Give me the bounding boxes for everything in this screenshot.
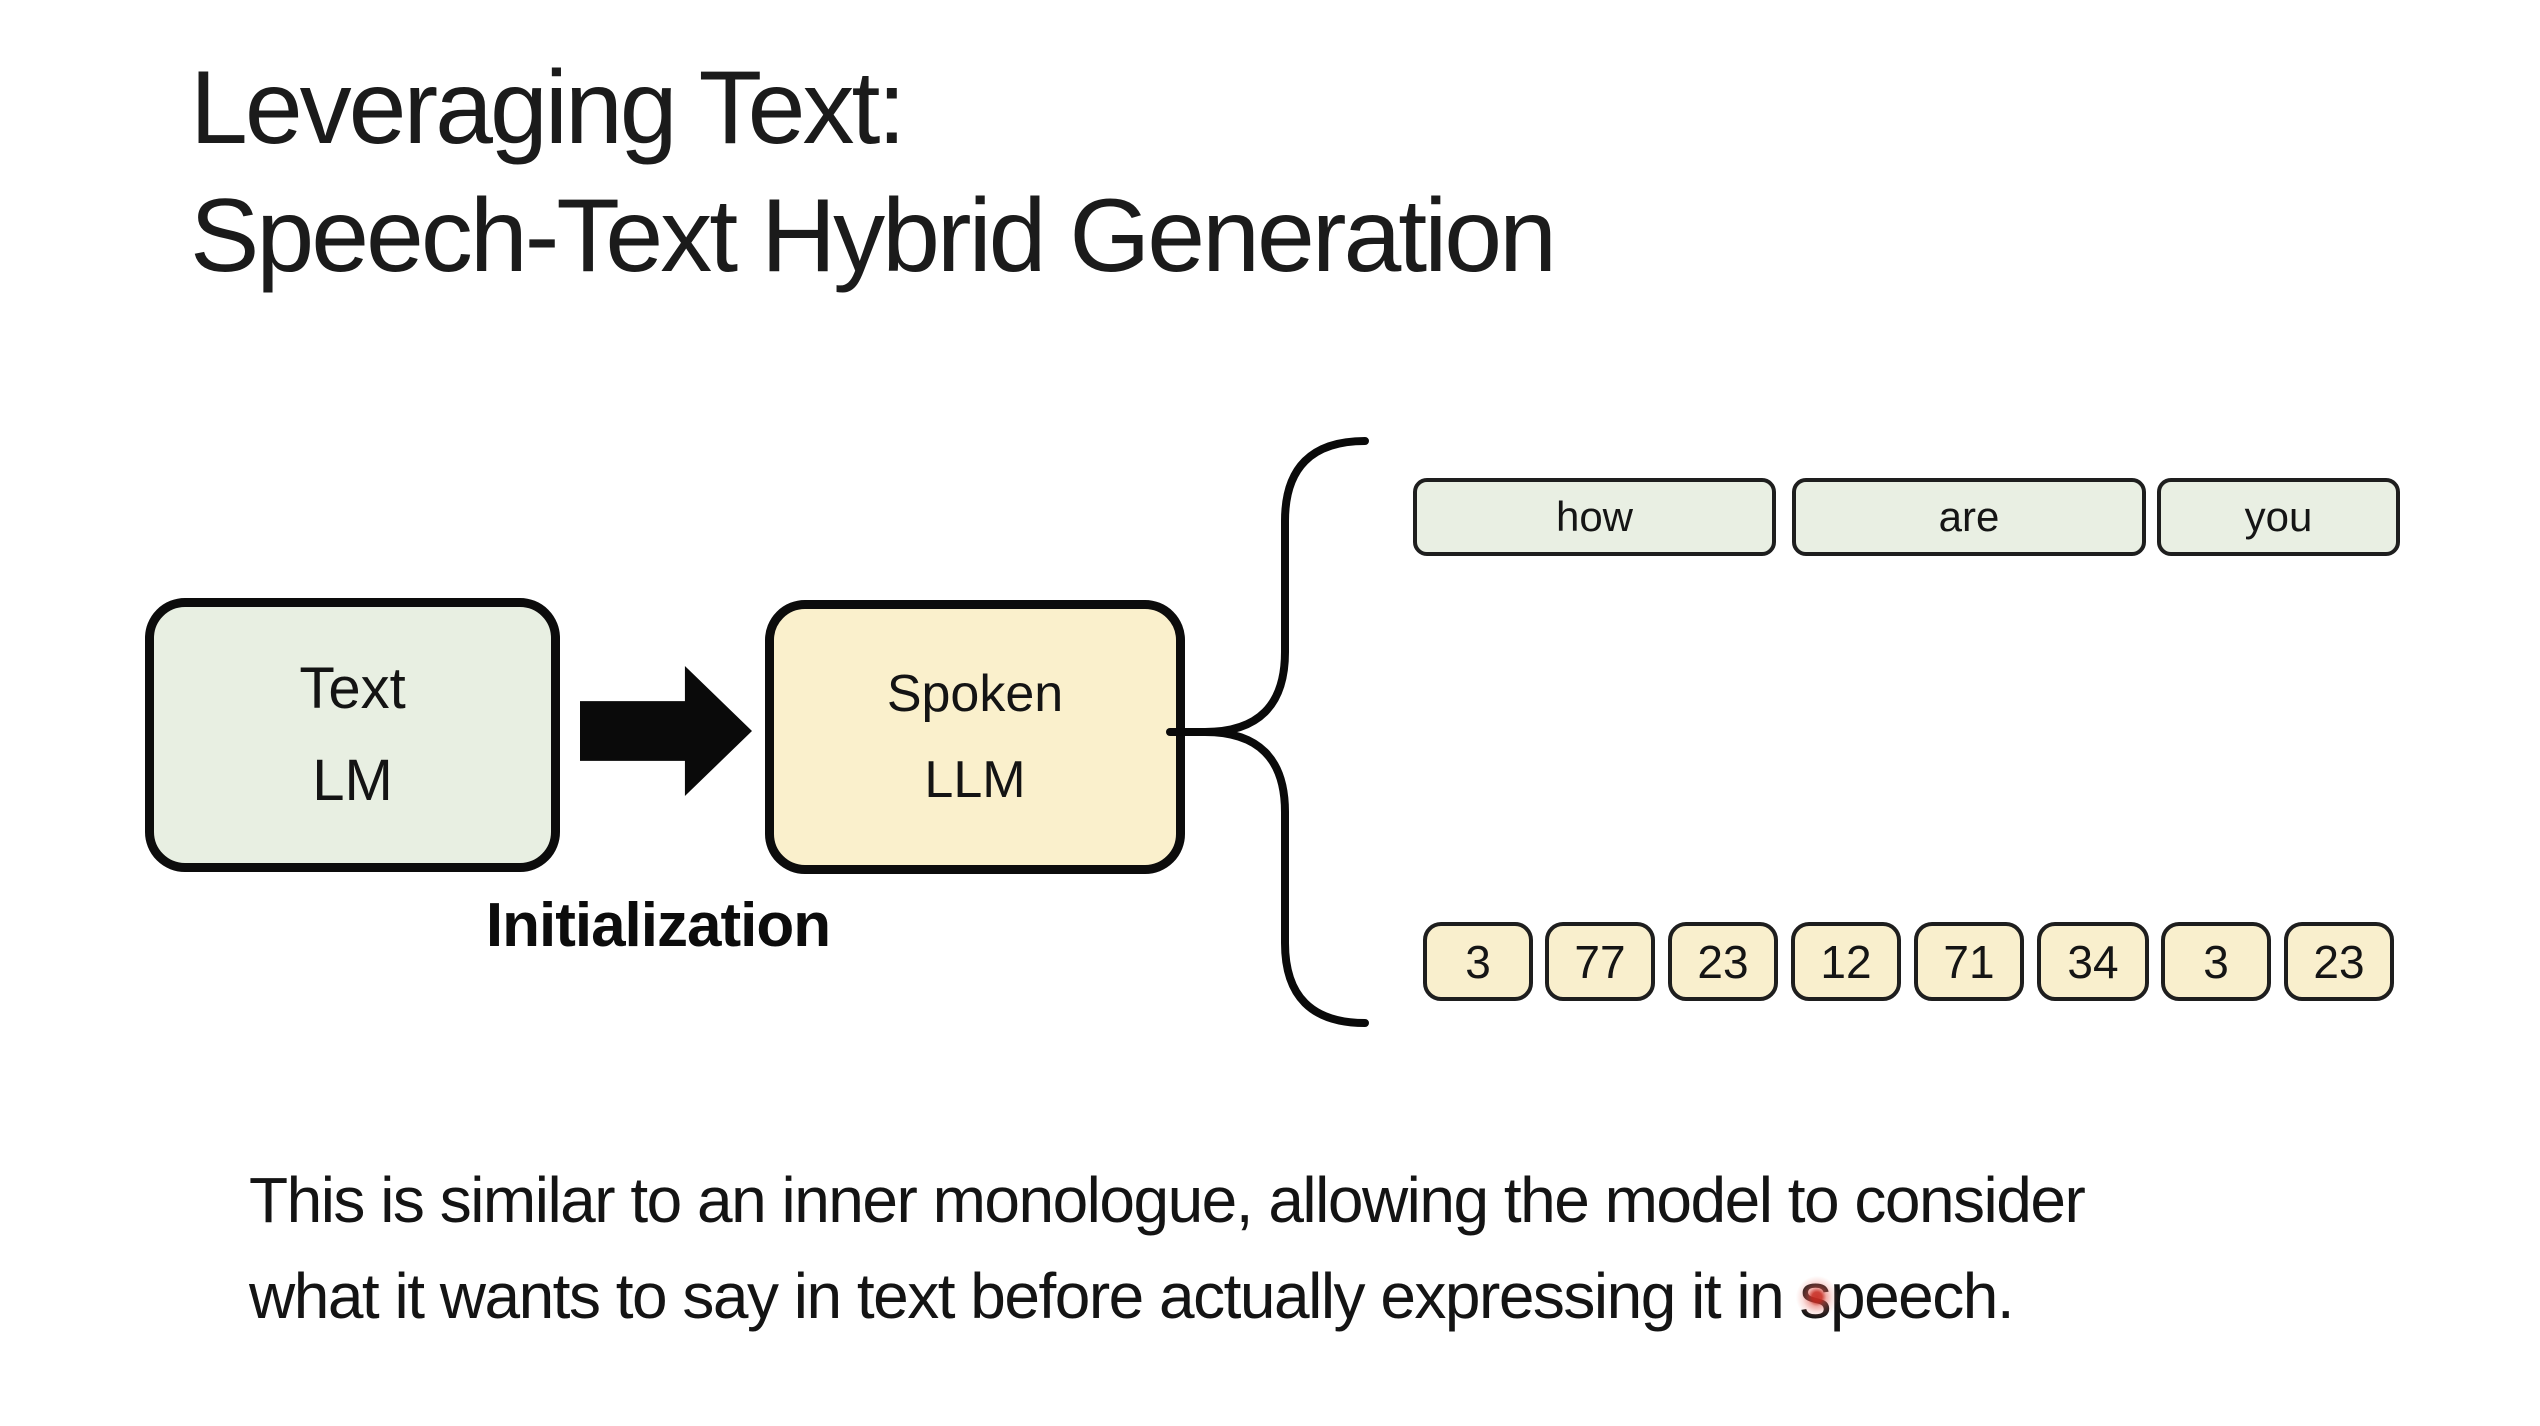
speech-token-chip: 23 (2284, 922, 2394, 1001)
speech-token-chip: 71 (1914, 922, 2024, 1001)
speech-token-chip: 12 (1791, 922, 1901, 1001)
caption-text: This is similar to an inner monologue, a… (249, 1152, 2086, 1344)
spoken-llm-box: Spoken LLM (765, 600, 1185, 874)
initialization-label: Initialization (485, 891, 831, 960)
text-lm-label-line2: LM (312, 748, 393, 813)
page-title-line1: Leveraging Text: (190, 50, 906, 166)
speech-token-chip: 3 (1423, 922, 1533, 1001)
text-token-chip: how (1413, 478, 1776, 556)
speech-token-chip: 23 (1668, 922, 1778, 1001)
text-lm-label-line1: Text (299, 656, 406, 721)
caption-line1: This is similar to an inner monologue, a… (249, 1164, 2086, 1236)
speech-token-chip: 77 (1545, 922, 1655, 1001)
caption-line2: what it wants to say in text before actu… (249, 1260, 2015, 1332)
page-title-line2: Speech-Text Hybrid Generation (190, 178, 1557, 294)
spoken-llm-label-line1: Spoken (886, 665, 1064, 723)
right-arrow-icon (580, 666, 752, 796)
page-title: Leveraging Text: Speech-Text Hybrid Gene… (190, 44, 1557, 300)
speech-token-chip: 34 (2037, 922, 2149, 1001)
text-token-chip: are (1792, 478, 2146, 556)
curly-brace-icon (1166, 437, 1369, 1027)
text-token-chip: you (2157, 478, 2400, 556)
spoken-llm-label-line2: LLM (924, 751, 1026, 809)
speech-token-chip: 3 (2161, 922, 2271, 1001)
text-lm-box: Text LM (145, 598, 560, 872)
